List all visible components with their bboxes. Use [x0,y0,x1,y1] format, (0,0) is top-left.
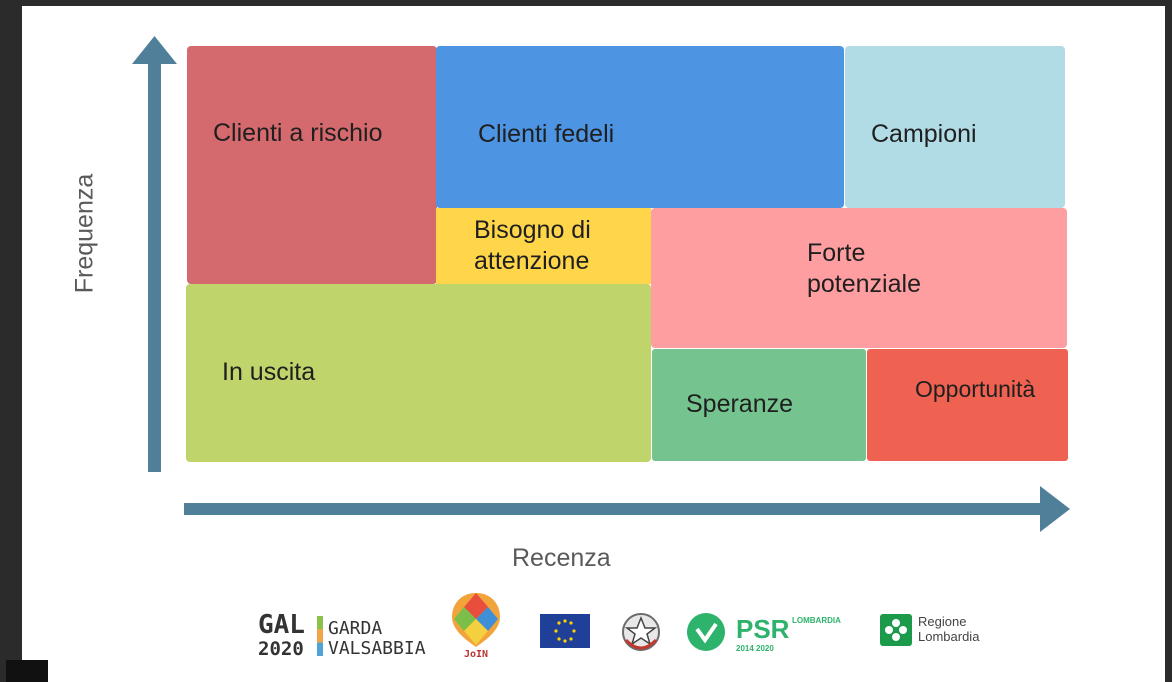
segment-label: Speranze [686,390,794,419]
segment-label: Opportunità [915,376,1036,402]
gal-logo: GAL 2020 GARDA VALSABBIA [258,610,428,660]
psr-text: PSR [736,614,790,644]
segment-speranze: Speranze [652,349,866,461]
x-axis-arrow [184,486,1070,532]
segment-bisogno-di-attenzione: Bisogno di attenzione [436,208,651,284]
regione-lombardia-logo: Regione Lombardia [880,612,1010,652]
lombardia-text: Lombardia [918,629,980,644]
segment-campioni: Campioni [845,46,1065,208]
join-text: JoIN [464,649,489,660]
segment-clienti-a-rischio: Clienti a rischio [187,46,437,284]
segment-in-uscita: In uscita [186,284,651,462]
regione-text: Regione [918,614,967,629]
segment-label: Clienti fedeli [478,120,615,148]
psr-logo: PSR LOMBARDIA 2014 2020 [686,610,866,656]
garda-text: GARDA [328,618,383,639]
join-logo: JoIN [448,589,504,667]
segment-label: Forte potenziale [807,239,921,299]
y-axis-label: Frequenza [70,173,99,294]
segment-clienti-fedeli: Clienti fedeli [436,46,844,208]
y-axis-arrow [132,36,177,472]
slide: Frequenza Recenza Clienti a rischio Clie… [22,6,1165,682]
valsabbia-text: VALSABBIA [328,638,426,659]
segment-label: In uscita [222,358,316,387]
segment-forte-potenziale: Forte potenziale [651,208,1067,348]
x-axis-label: Recenza [512,544,611,572]
psr-years-text: 2014 2020 [736,644,774,653]
segment-label: Bisogno di attenzione [474,215,591,275]
psr-region-text: LOMBARDIA [792,616,841,625]
gal-color-bars [317,616,323,656]
italian-republic-emblem-icon [622,613,660,651]
gal-year: 2020 [258,638,304,660]
eu-flag-icon [540,614,590,648]
segment-label: Clienti a rischio [213,119,383,147]
psr-check-icon [687,613,725,651]
segment-label: Campioni [871,120,977,148]
gal-text: GAL [258,610,305,640]
lombardia-rose-icon [880,614,912,646]
segment-opportunita: Opportunità [867,349,1068,461]
corner-block [6,660,48,682]
join-balloon-icon [452,593,500,647]
